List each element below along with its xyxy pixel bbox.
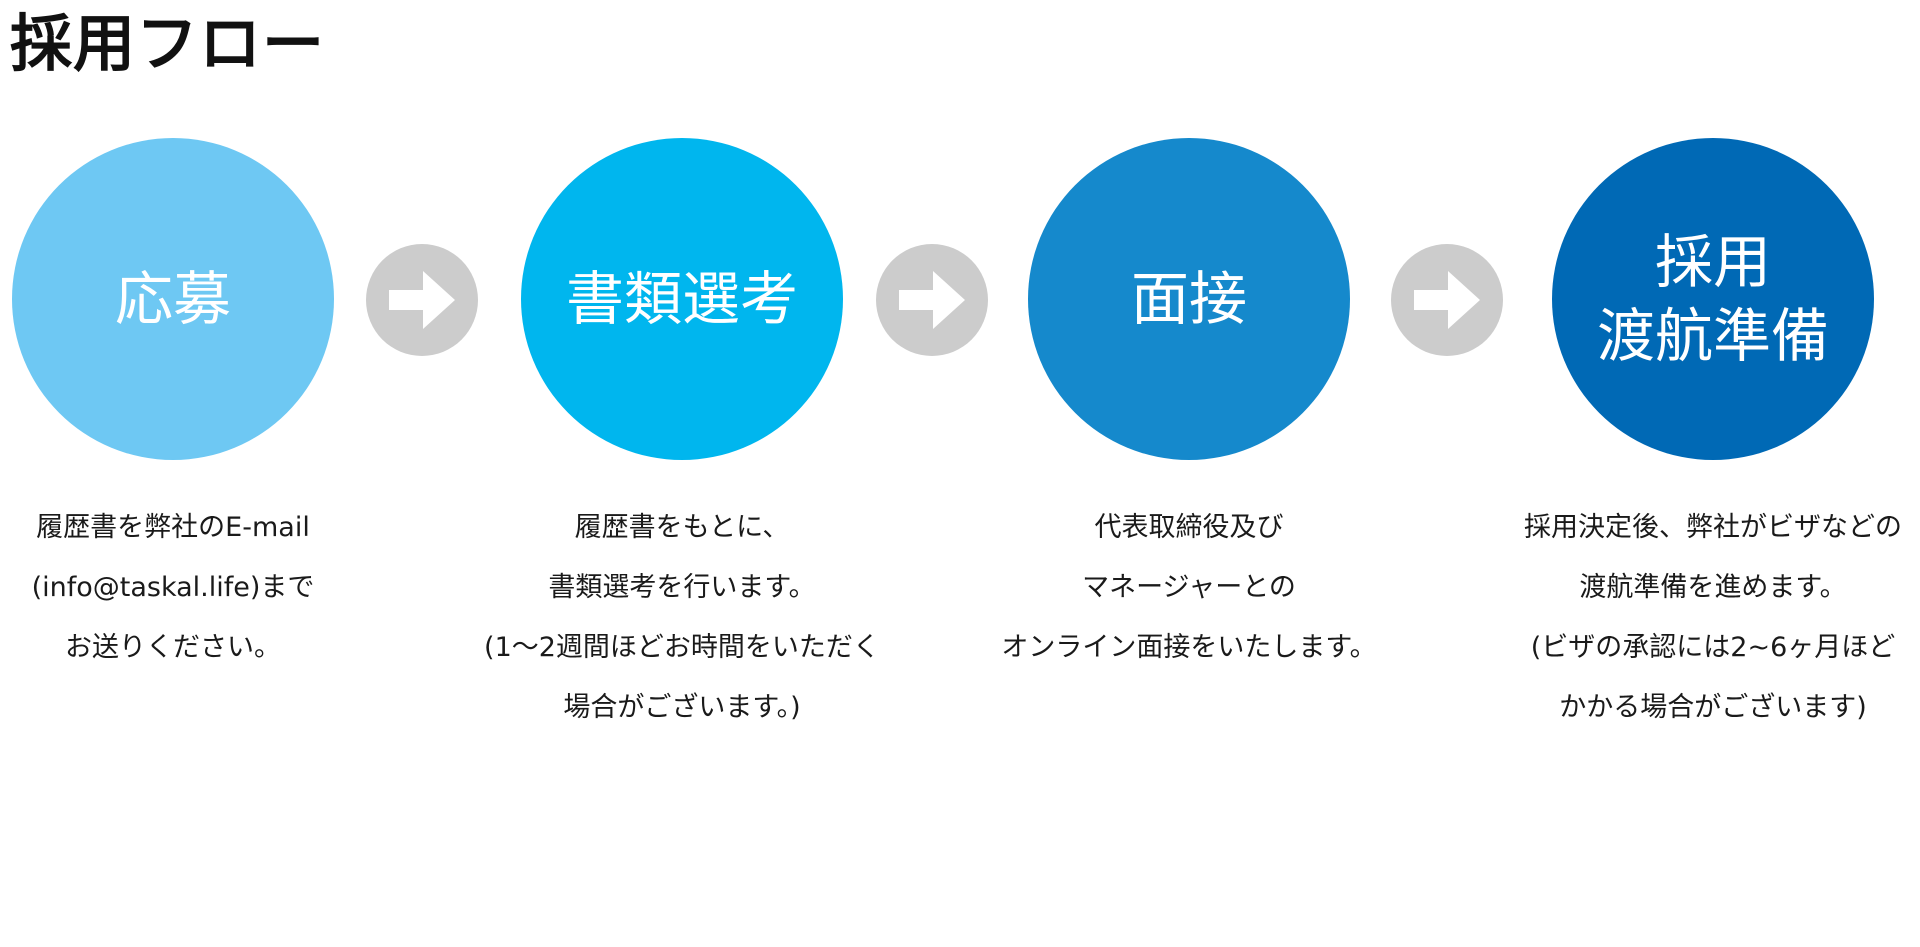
step-hiring-travel-prep-label: 採用 渡航準備 [1596, 228, 1829, 370]
step-document-screening-description: 履歴書をもとに、 書類選考を行います。 (1〜2週間ほどお時間をいただく 場合が… [484, 512, 880, 723]
arrow-right-icon [876, 244, 988, 356]
arrow-right-icon [1391, 244, 1503, 356]
arrow-right-glyph [389, 271, 455, 329]
step-interview-description: 代表取締役及び マネージャーとの オンライン面接をいたします。 [1001, 512, 1377, 663]
step-hiring-travel-prep-description: 採用決定後、弊社がビザなどの 渡航準備を進めます。 (ビザの承認には2~6ヶ月ほ… [1524, 512, 1902, 723]
step-document-screening-label: 書類選考 [565, 265, 798, 333]
page-title: 採用フロー [10, 7, 326, 80]
step-document-screening-circle: 書類選考 [521, 138, 843, 460]
arrow-right-icon [366, 244, 478, 356]
step-hiring-travel-prep-circle: 採用 渡航準備 [1552, 138, 1874, 460]
step-interview-circle: 面接 [1028, 138, 1350, 460]
arrow-right-glyph [899, 271, 965, 329]
step-apply-label: 応募 [114, 265, 231, 333]
step-apply-description: 履歴書を弊社のE-mail (info@taskal.life)まで お送りくだ… [31, 512, 315, 663]
step-interview-label: 面接 [1130, 265, 1247, 333]
arrow-right-glyph [1414, 271, 1480, 329]
step-apply-circle: 応募 [12, 138, 334, 460]
